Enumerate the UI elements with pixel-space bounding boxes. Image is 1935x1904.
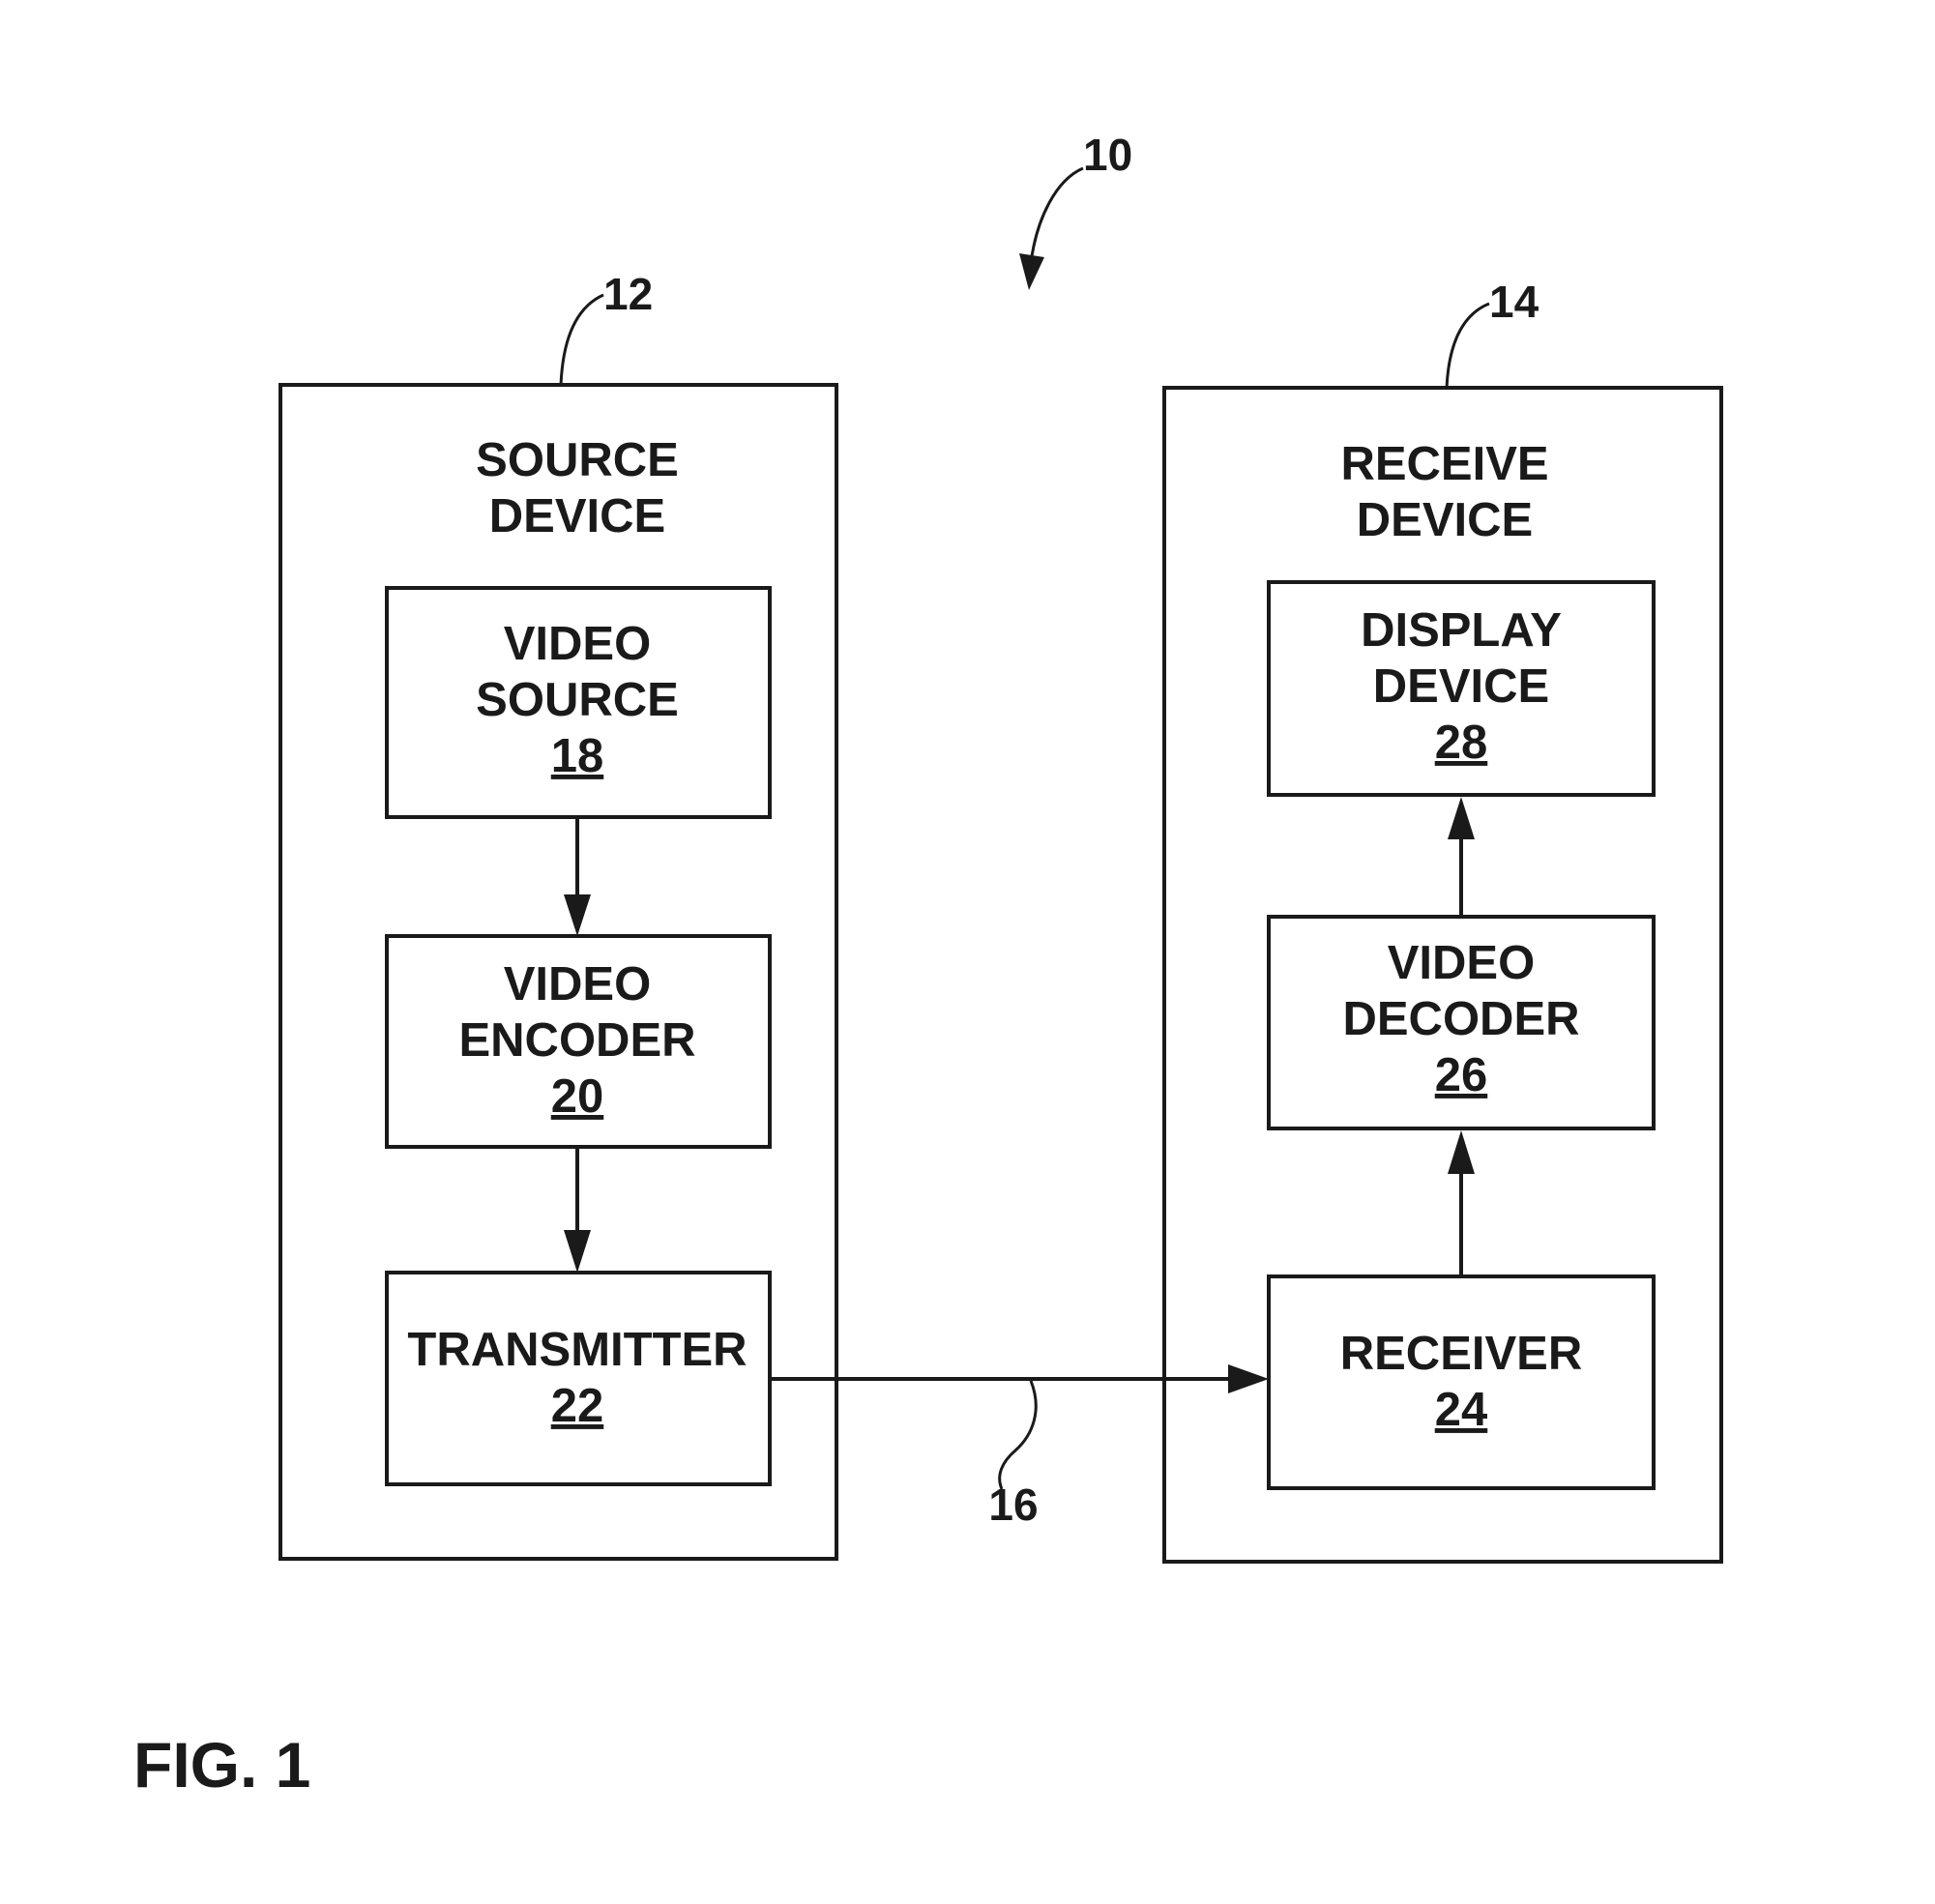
receiver-block: RECEIVER 24	[1269, 1276, 1654, 1488]
display-device-line2: DEVICE	[1373, 660, 1549, 713]
video-source-line2: SOURCE	[476, 674, 679, 726]
channel-ref-label: 16	[988, 1479, 1038, 1530]
source-device-title-line2: DEVICE	[489, 490, 665, 542]
video-encoder-number: 20	[551, 1070, 604, 1123]
arrow-source-to-encoder-head	[564, 894, 591, 936]
channel-arrowhead	[1228, 1364, 1269, 1393]
transmitter-box	[387, 1273, 770, 1484]
figure-label: FIG. 1	[133, 1729, 310, 1801]
receiver-box	[1269, 1276, 1654, 1488]
video-decoder-block: VIDEO DECODER 26	[1269, 917, 1654, 1128]
source-device-title-line1: SOURCE	[476, 434, 679, 486]
arrow-receiver-to-decoder-head	[1448, 1130, 1475, 1174]
system-ref-label: 10	[1083, 130, 1132, 180]
receiver-line1: RECEIVER	[1340, 1328, 1583, 1380]
display-device-line1: DISPLAY	[1361, 604, 1562, 657]
receive-device-ref-leader	[1447, 304, 1489, 388]
system-ref-leader	[1031, 168, 1083, 263]
transmitter-line1: TRANSMITTER	[407, 1324, 747, 1376]
video-decoder-line1: VIDEO	[1388, 937, 1535, 989]
source-device-ref: 12	[603, 269, 653, 319]
receive-device-ref: 14	[1489, 277, 1539, 327]
video-source-block: VIDEO SOURCE 18	[387, 588, 770, 817]
transmitter-number: 22	[551, 1380, 604, 1432]
system-ref-arrowhead	[1019, 253, 1044, 290]
receive-device-title-line2: DEVICE	[1357, 494, 1533, 546]
video-encoder-line2: ENCODER	[458, 1014, 695, 1067]
display-device-block: DISPLAY DEVICE 28	[1269, 582, 1654, 795]
receiver-number: 24	[1435, 1384, 1488, 1436]
video-encoder-line1: VIDEO	[504, 958, 651, 1011]
video-decoder-line2: DECODER	[1342, 993, 1579, 1045]
transmitter-block: TRANSMITTER 22	[387, 1273, 770, 1484]
receive-device: 14 RECEIVE DEVICE DISPLAY DEVICE 28 VIDE…	[1164, 277, 1721, 1562]
source-device-ref-leader	[561, 295, 603, 385]
display-device-number: 28	[1435, 717, 1488, 769]
video-decoder-number: 26	[1435, 1049, 1488, 1101]
video-source-line1: VIDEO	[504, 618, 651, 670]
receive-device-title-line1: RECEIVE	[1340, 438, 1548, 490]
arrow-decoder-to-display-head	[1448, 797, 1475, 839]
arrow-encoder-to-transmitter-head	[564, 1230, 591, 1273]
channel-ref-leader	[1000, 1381, 1037, 1489]
video-encoder-block: VIDEO ENCODER 20	[387, 936, 770, 1147]
video-source-number: 18	[551, 730, 604, 782]
source-device: 12 SOURCE DEVICE VIDEO SOURCE 18 VIDEO E…	[280, 269, 836, 1559]
